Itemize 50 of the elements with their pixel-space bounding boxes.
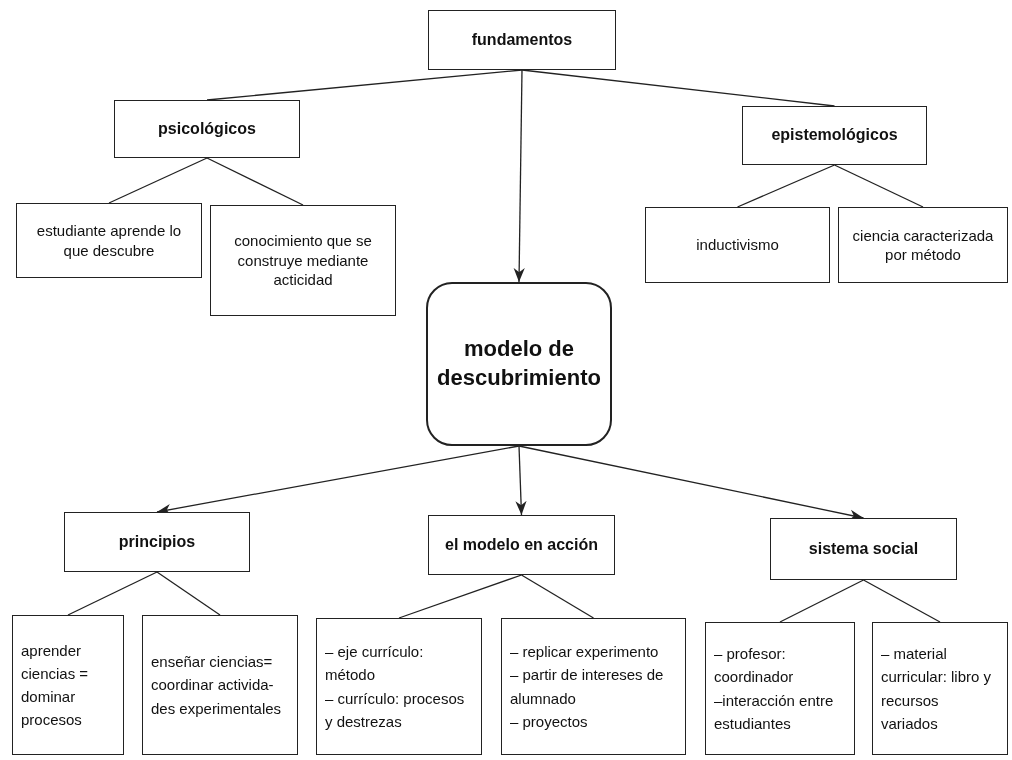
connector-line (108, 157, 208, 204)
list-item-text: – partir de intereses de alumnado (510, 665, 665, 709)
concept-box (501, 618, 686, 755)
concept-text: modelo de descubrimiento (436, 335, 602, 392)
concept-text: epistemológicos (771, 125, 898, 146)
list-item-text: – proyectos (510, 711, 588, 732)
list-item-text: – replicar experimento (510, 642, 659, 662)
concept-box (428, 515, 615, 575)
concept-box (428, 10, 616, 70)
concept-text: ciencia caracterizada por método (851, 225, 995, 265)
list-item-text: enseñar ciencias= coordinar activida- des experimentales (151, 652, 283, 719)
list-item-text: – profesor: coordinador (714, 644, 795, 688)
concept-box (705, 622, 855, 755)
concept-box (645, 207, 830, 283)
connector-line (67, 571, 158, 616)
connector-line (206, 157, 304, 206)
concept-box (872, 622, 1008, 755)
concept-box (16, 203, 202, 278)
concept-box (114, 100, 300, 158)
concept-text: fundamentos (471, 29, 573, 50)
connector-line (833, 164, 924, 208)
connector-line (862, 579, 941, 623)
arrow (515, 445, 527, 516)
concept-text: principios (118, 531, 196, 552)
concept-box (316, 618, 482, 755)
concept-box (838, 207, 1008, 283)
list-item-text: – material curricular: libro y recursos variados (881, 644, 993, 734)
concept-box (742, 106, 927, 165)
connector-line (398, 574, 523, 619)
concept-text: el modelo en acción (445, 534, 598, 555)
concept-text: inductivismo (696, 235, 779, 255)
list-item-text: aprender ciencias = dominar procesos (21, 640, 90, 731)
connector-line (736, 164, 836, 208)
concept-text: psicológicos (158, 118, 256, 139)
connector-line (156, 571, 221, 616)
list-item-text: – eje currículo: método (325, 642, 425, 686)
concept-box (770, 518, 957, 580)
concept-box (142, 615, 298, 755)
arrow (513, 69, 525, 283)
concept-text: conocimiento que se construye mediante acticidad (233, 231, 373, 290)
concept-box (210, 205, 396, 316)
list-item-text: –interacción entre estudiantes (714, 690, 835, 734)
concept-box (64, 512, 250, 572)
connector-line (520, 574, 595, 619)
connector-line (779, 579, 865, 623)
concept-text: sistema social (808, 538, 919, 559)
list-item-text: – currículo: procesos y destrezas (325, 688, 466, 732)
concept-box (12, 615, 124, 755)
central-concept-box (426, 282, 612, 446)
concept-text: estudiante aprende lo que descubre (35, 221, 183, 260)
